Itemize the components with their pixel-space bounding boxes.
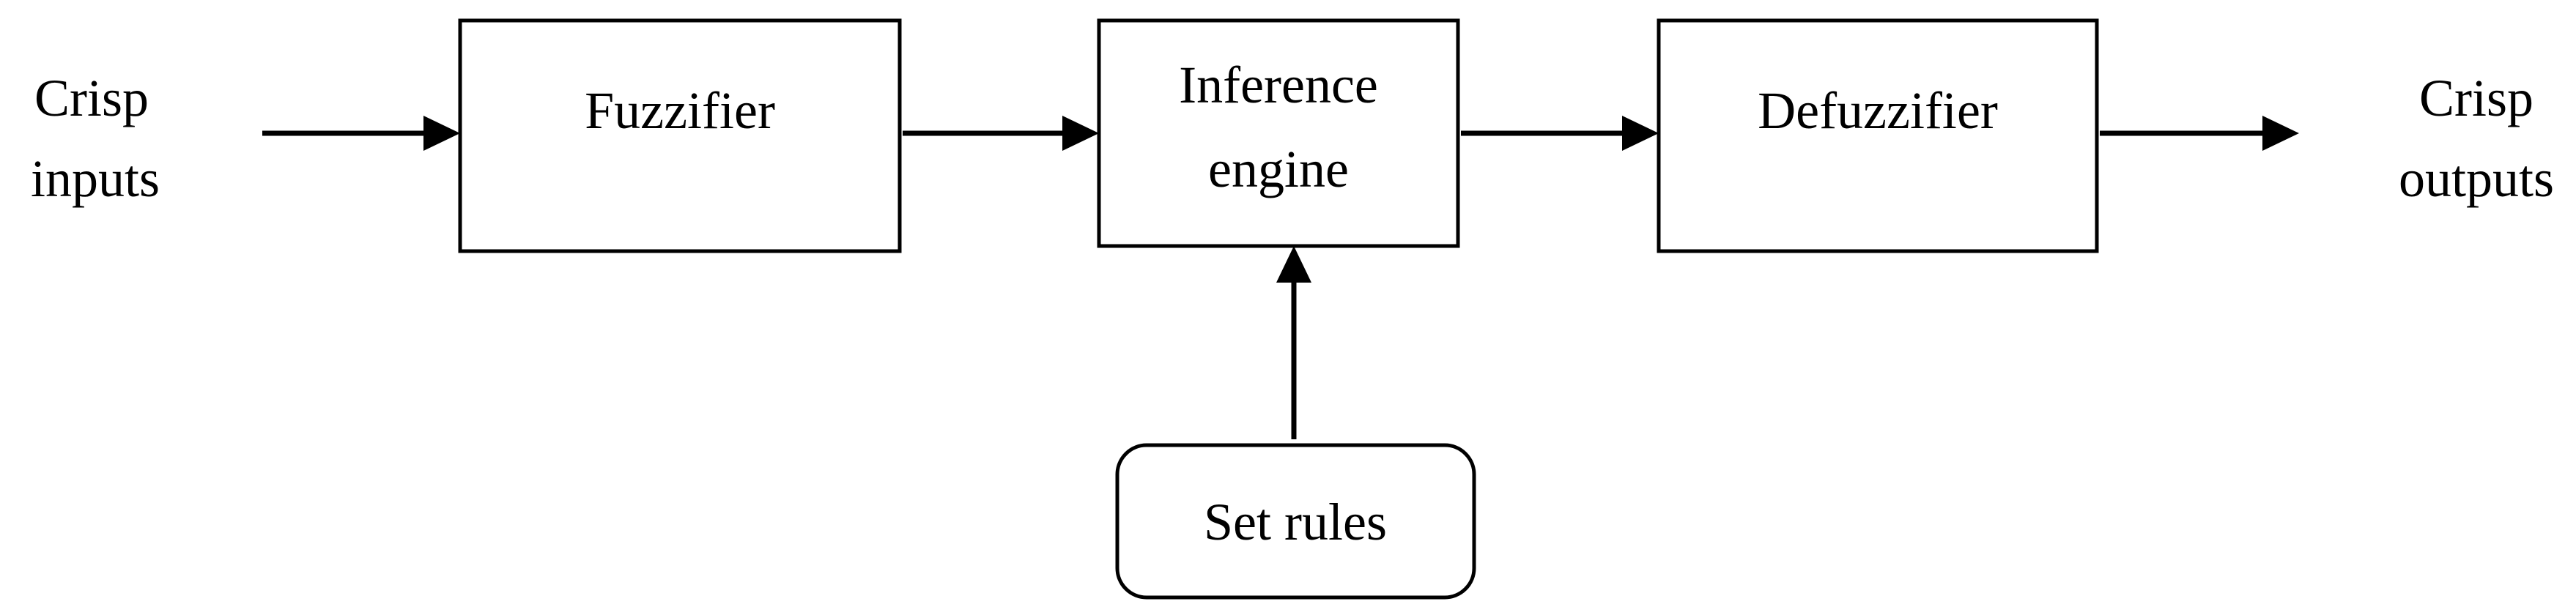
crisp-inputs-line2: inputs [31, 149, 160, 208]
crisp-outputs-label: Crisp outputs [2399, 69, 2554, 208]
fuzzifier-node: Fuzzifier [458, 18, 902, 253]
inference-engine-box [1097, 18, 1460, 248]
set-rules-box [1115, 443, 1476, 600]
defuzzifier-label: Defuzzifier [1758, 81, 1998, 140]
inference-engine-line1: Inference [1179, 56, 1378, 114]
fuzzifier-box [458, 18, 902, 253]
set-rules-node: Set rules [1115, 443, 1476, 600]
set-rules-label: Set rules [1204, 493, 1387, 551]
inference-engine-node: Inference engine [1097, 18, 1460, 248]
defuzzifier-node: Defuzzifier [1657, 18, 2099, 253]
arrow-inference-to-defuzzifier [1461, 116, 1659, 151]
arrow-inputs-to-fuzzifier [262, 116, 460, 151]
crisp-outputs-line1: Crisp [2419, 69, 2534, 127]
fuzzifier-label: Fuzzifier [585, 81, 775, 140]
crisp-inputs-line1: Crisp [34, 69, 149, 127]
arrow-defuzzifier-to-outputs [2100, 116, 2299, 151]
inference-engine-line2: engine [1208, 140, 1349, 198]
defuzzifier-box [1657, 18, 2099, 253]
crisp-inputs-label: Crisp inputs [31, 69, 160, 208]
arrow-fuzzifier-to-inference [903, 116, 1099, 151]
arrow-rules-to-inference [1276, 246, 1311, 439]
crisp-outputs-line2: outputs [2399, 149, 2554, 208]
